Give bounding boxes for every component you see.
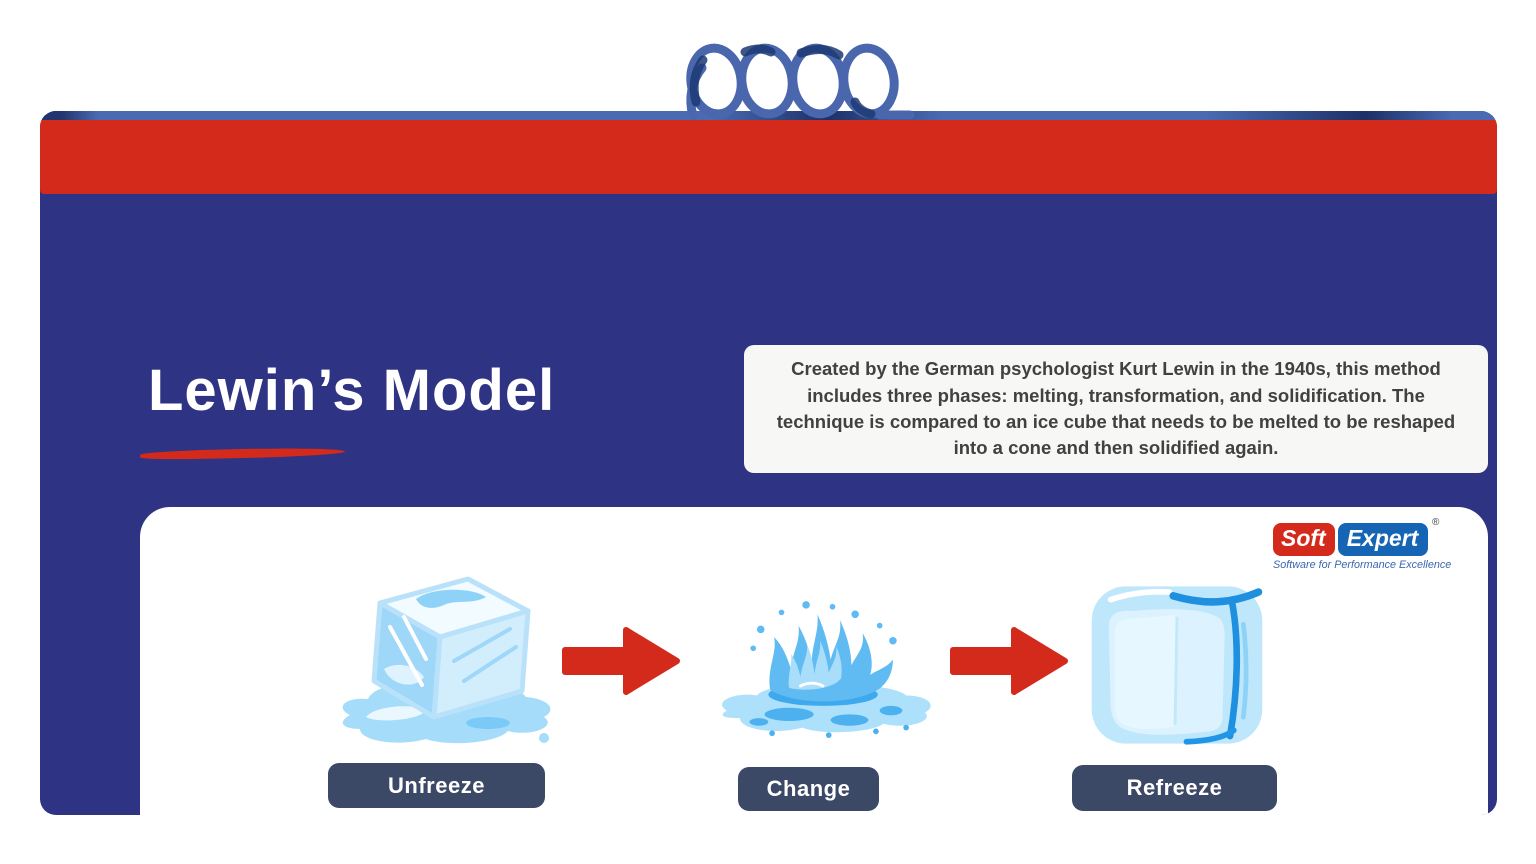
registered-trademark-icon: ® bbox=[1431, 517, 1440, 528]
page-title: Lewin’s Model bbox=[148, 358, 556, 423]
stages-panel: Soft Expert ® Software for Performance E… bbox=[140, 507, 1488, 815]
logo-expert-box: Expert bbox=[1337, 523, 1429, 556]
logo-soft-box: Soft bbox=[1273, 523, 1335, 556]
solid-ice-cube-illustration bbox=[1091, 586, 1263, 745]
softexpert-logo: Soft Expert ® Software for Performance E… bbox=[1273, 517, 1468, 571]
red-banner bbox=[40, 120, 1497, 194]
card-background: Lewin’s Model Created by the German psyc… bbox=[40, 111, 1497, 815]
description-text: Created by the German psychologist Kurt … bbox=[776, 358, 1456, 459]
stage-label-change: Change bbox=[738, 767, 879, 811]
water-splash-illustration bbox=[722, 601, 931, 738]
melting-ice-cube-illustration bbox=[342, 576, 551, 744]
arrow-right-icon bbox=[950, 627, 1068, 695]
softexpert-logo-boxes: Soft Expert ® bbox=[1273, 517, 1439, 556]
logo-tagline: Software for Performance Excellence bbox=[1273, 559, 1452, 571]
stage-label-unfreeze: Unfreeze bbox=[328, 763, 545, 808]
stage-label-refreeze: Refreeze bbox=[1072, 765, 1277, 811]
spiral-binding-icon bbox=[686, 43, 915, 121]
description-box: Created by the German psychologist Kurt … bbox=[744, 345, 1488, 473]
title-underline-brush bbox=[139, 446, 346, 461]
arrow-right-icon bbox=[562, 627, 680, 695]
